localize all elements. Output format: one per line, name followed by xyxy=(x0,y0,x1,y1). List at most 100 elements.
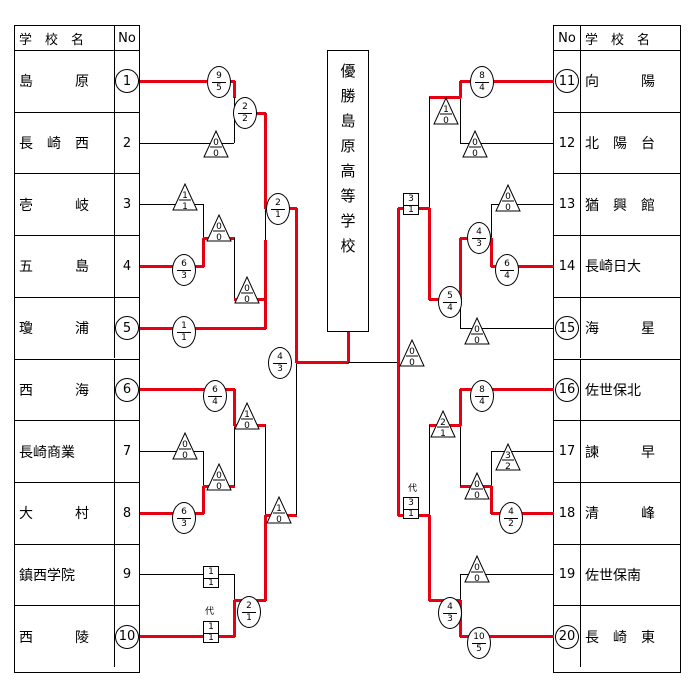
score-bottom: 0 xyxy=(443,116,449,126)
winner-path xyxy=(491,264,554,268)
score-bottom: 1 xyxy=(440,429,446,439)
champion-char: 学 xyxy=(340,212,356,230)
score-bottom: 0 xyxy=(213,149,219,159)
score-top: 6 xyxy=(500,260,514,271)
score-top: 3 xyxy=(505,451,511,461)
bracket-line xyxy=(491,451,553,452)
score-bottom: 1 xyxy=(181,333,187,343)
winner-path xyxy=(460,387,554,391)
triangle-icon xyxy=(464,472,490,500)
winner-path xyxy=(232,389,236,426)
score-bottom: 1 xyxy=(208,578,214,588)
triangle-icon xyxy=(234,402,260,430)
bracket-line xyxy=(140,204,203,205)
score-bottom: 4 xyxy=(479,397,485,407)
score-top: 9 xyxy=(212,72,226,83)
left-team-no: 10 xyxy=(115,605,139,667)
score-top: 1 xyxy=(443,105,449,115)
score-bottom: 0 xyxy=(474,574,480,584)
left-team-no: 6 xyxy=(115,358,139,421)
winner-path xyxy=(460,634,554,638)
score-top: 0 xyxy=(244,284,250,294)
score-bottom: 4 xyxy=(447,303,453,313)
left-team-name: 長 崎 西 xyxy=(15,111,115,174)
left-team-no: 5 xyxy=(115,296,139,359)
right-team-no-label: 17 xyxy=(558,444,576,460)
score-bottom: 0 xyxy=(244,421,250,431)
left-team-no-label: 4 xyxy=(122,258,132,274)
bracket-line xyxy=(296,362,297,515)
right-team-name: 北 陽 台 xyxy=(581,111,680,174)
triangle-icon xyxy=(234,276,260,304)
champion-char: 校 xyxy=(340,237,356,255)
score-top: 4 xyxy=(472,228,486,239)
bracket-line xyxy=(460,299,461,328)
left-team-no: 2 xyxy=(115,111,139,174)
right-team-no-label: 13 xyxy=(558,197,576,213)
left-team-no-label: 3 xyxy=(122,197,132,213)
score-bottom: 0 xyxy=(474,336,480,346)
right-team-no: 20 xyxy=(554,605,581,667)
right-team-name: 向 陽 xyxy=(581,50,680,112)
winner-path xyxy=(201,238,205,267)
right-team-no: 12 xyxy=(554,111,581,174)
score-bottom: 1 xyxy=(275,210,281,220)
champion-char: 高 xyxy=(340,162,356,180)
score-top: 4 xyxy=(504,508,518,519)
bracket-line xyxy=(140,143,234,144)
left-team-no: 7 xyxy=(115,420,139,482)
left-team-no-label: 1 xyxy=(115,69,139,94)
winner-path xyxy=(232,600,236,637)
winner-path xyxy=(396,362,400,516)
score-top: 6 xyxy=(208,386,222,397)
left-team-no-label: 10 xyxy=(115,624,139,649)
left-team-no: 9 xyxy=(115,543,139,606)
bracket-line xyxy=(491,204,492,238)
left-team-name: 大 村 xyxy=(15,481,115,544)
triangle-icon xyxy=(464,317,490,345)
score-top: 3 xyxy=(404,195,418,206)
bracket-line xyxy=(460,574,461,600)
winner-path xyxy=(427,208,431,300)
winner-path xyxy=(232,81,236,98)
bracket-line xyxy=(491,204,553,205)
daisho-note-left: 代 xyxy=(205,607,215,617)
triangle-icon xyxy=(495,184,521,212)
triangle-icon xyxy=(206,463,232,491)
right-team-name: 清 峰 xyxy=(581,481,680,544)
score-bottom: 0 xyxy=(182,451,188,461)
left-team-name: 鎮西学院 xyxy=(15,543,115,606)
right-team-no: 14 xyxy=(554,235,581,297)
triangle-icon xyxy=(172,183,198,211)
winner-path xyxy=(460,79,554,83)
score-top: 0 xyxy=(474,563,480,573)
right-team-no-label: 11 xyxy=(555,69,579,94)
score-top: 2 xyxy=(271,199,285,210)
winner-path xyxy=(201,486,205,514)
champion-char: 島 xyxy=(340,112,356,130)
winner-path xyxy=(263,515,267,601)
bracket-line xyxy=(140,451,203,452)
right-team-no: 19 xyxy=(554,543,581,606)
left-team-no-label: 2 xyxy=(122,135,132,151)
score-top: 8 xyxy=(475,386,489,397)
score-bottom: 1 xyxy=(246,613,252,623)
score-top: 0 xyxy=(216,471,222,481)
right-team-no: 13 xyxy=(554,173,581,236)
triangle-icon xyxy=(433,97,459,125)
score-bottom: 1 xyxy=(408,509,414,519)
right-team-name: 佐世保南 xyxy=(581,543,680,606)
triangle-icon xyxy=(399,339,425,367)
